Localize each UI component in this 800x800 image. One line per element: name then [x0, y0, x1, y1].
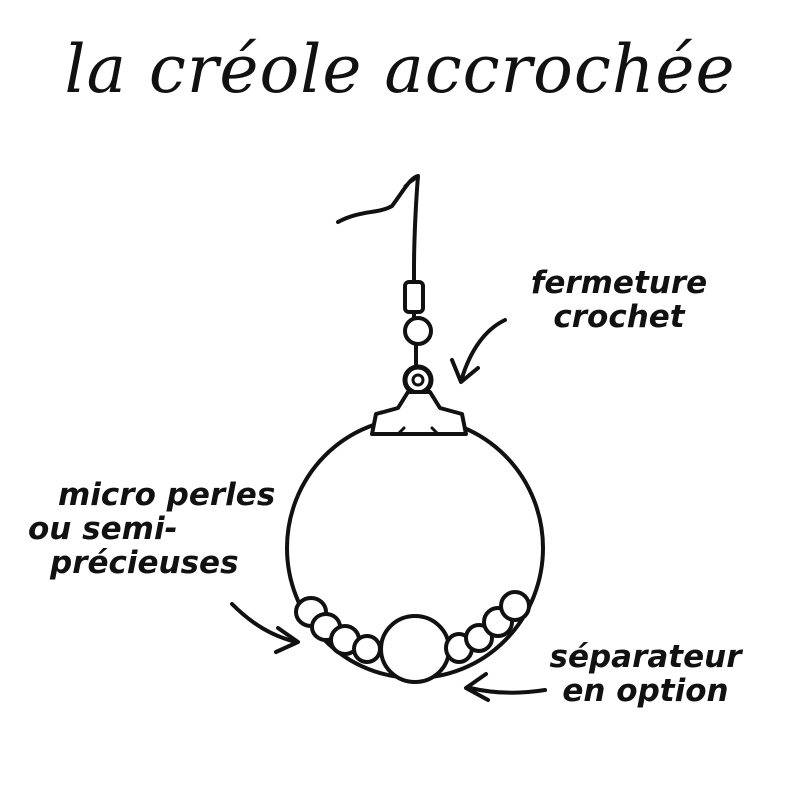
crimp-tube	[403, 280, 425, 314]
label-beads: micro perles ou semi- précieuses	[28, 478, 275, 580]
clasp	[370, 390, 468, 436]
hook-wire	[336, 174, 420, 270]
bead	[352, 634, 382, 664]
label-separator-line1: séparateur	[549, 639, 742, 675]
hook-wire-inner	[403, 176, 418, 188]
label-separator-line2: en option	[562, 673, 729, 709]
arrow-clasp	[460, 318, 507, 380]
arrow-beads	[230, 602, 298, 644]
beads	[294, 590, 531, 684]
small-bead	[403, 316, 433, 346]
diagram-title: la créole accrochée	[64, 31, 736, 108]
label-separator: séparateur en option	[548, 640, 743, 708]
label-clasp-line1: fermeture	[530, 265, 708, 301]
label-clasp-line2: crochet	[553, 299, 685, 335]
label-beads-line3: précieuses	[50, 545, 239, 581]
arrow-separator	[468, 686, 547, 695]
label-beads-line2: ou semi-	[28, 511, 178, 547]
label-beads-line1: micro perles	[58, 477, 276, 513]
separator-bead	[379, 614, 451, 684]
label-clasp: fermeture crochet	[524, 266, 714, 334]
bead	[499, 590, 531, 622]
